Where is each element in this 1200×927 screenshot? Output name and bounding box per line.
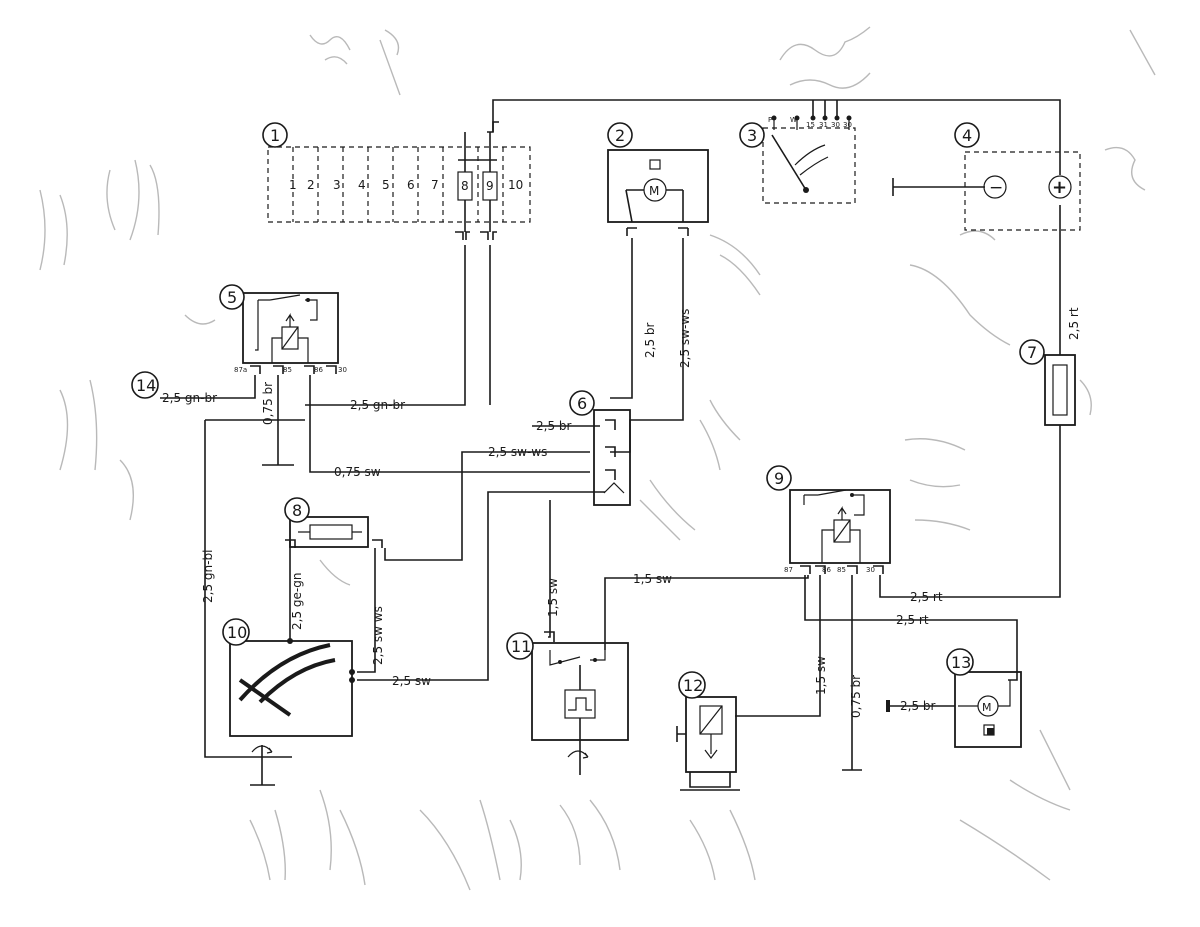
rear-wiper-motor-13: M <box>886 671 1022 748</box>
wire-label: 1,5 sw <box>633 572 672 586</box>
component-number: 9 <box>774 469 784 488</box>
motor-m-label: M <box>649 184 659 198</box>
instrument-10 <box>229 638 355 754</box>
component-number: 1 <box>270 126 280 145</box>
wire-label: 2,5 gn-bl <box>201 550 215 603</box>
component-number: 2 <box>615 126 625 145</box>
wiper-switch: P W 15 31 30 30 <box>762 115 856 204</box>
wire-label: 2,5 sw ws <box>371 606 385 665</box>
wires <box>160 99 1061 786</box>
switch-pin-label: 15 <box>806 121 815 129</box>
wire-label: 2,5 br <box>643 322 657 358</box>
component-number: 7 <box>1027 343 1037 362</box>
component-number: 11 <box>511 637 531 656</box>
wire-label: 2,5 gn-br <box>162 391 217 405</box>
wire-label: 1,5 sw <box>814 656 828 695</box>
resistor-8 <box>285 516 383 548</box>
relay-pin-label: 86 <box>314 366 323 374</box>
switch-pin-label: 30 <box>843 121 852 129</box>
wire-label: 2,5 sw-ws <box>488 445 547 459</box>
connector-6 <box>593 409 631 506</box>
wire-label: 2,5 rt <box>910 590 943 604</box>
component-number: 4 <box>962 126 972 145</box>
wire-label: 2,5 sw-ws <box>678 309 692 368</box>
fuse-slot-label: 2 <box>307 178 315 192</box>
wire-label: 2,5 ge-gn <box>290 573 304 630</box>
wire-label: 2,5 rt <box>896 613 929 627</box>
battery-minus-icon: − <box>989 178 1003 198</box>
component-number: 10 <box>227 623 247 642</box>
fuse-box: 1 2 3 4 5 6 7 8 9 10 <box>267 121 531 240</box>
switch-pin-label: 31 <box>819 121 828 129</box>
component-number: 12 <box>683 676 703 695</box>
component-numbers: 1 2 3 4 5 6 7 8 9 10 11 12 13 14 <box>131 122 1045 699</box>
fuse-slot-label: 7 <box>431 178 439 192</box>
fuse-slot-label: 10 <box>508 178 523 192</box>
component-number: 14 <box>136 376 156 395</box>
relay-pin-label: 85 <box>283 366 292 374</box>
relay-pin-label: 87a <box>234 366 247 374</box>
wire-label: 2,5 br <box>536 419 572 433</box>
component-number: 13 <box>951 653 971 672</box>
wire-label: 2,5 rt <box>1067 307 1081 340</box>
fuse-slot-label: 8 <box>461 179 469 193</box>
washer-pump-12 <box>680 696 740 791</box>
fuse-slot-label: 1 <box>289 178 297 192</box>
interval-switch-11 <box>531 631 629 759</box>
fuse-slot-label: 9 <box>486 179 494 193</box>
relay-9: 87 86 85 30 <box>784 489 891 574</box>
motor-m-label: M <box>982 701 992 714</box>
relay-pin-label: 85 <box>837 566 846 574</box>
switch-pin-label: P <box>768 116 772 124</box>
battery: − + <box>964 151 1081 231</box>
fuse-slot-label: 6 <box>407 178 415 192</box>
fuse-slot-label: 4 <box>358 178 366 192</box>
wire-label: 0,75 br <box>849 675 863 718</box>
fuse-slot-label: 3 <box>333 178 341 192</box>
component-number: 3 <box>747 126 757 145</box>
battery-plus-icon: + <box>1052 177 1067 198</box>
component-number: 6 <box>577 394 587 413</box>
component-number: 8 <box>292 501 302 520</box>
relay-pin-label: 30 <box>866 566 875 574</box>
wire-label: 2,5 br <box>900 699 936 713</box>
component-number: 5 <box>227 288 237 307</box>
wire-label: 2,5 gn-br <box>350 398 405 412</box>
wire-label: 2,5 sw <box>392 674 431 688</box>
switch-pin-label: W <box>790 116 797 124</box>
wire-label: 0,75 br <box>261 382 275 425</box>
wire-label: 1,5 sw <box>546 578 560 617</box>
switch-pin-label: 30 <box>831 121 840 129</box>
relay-pin-label: 30 <box>338 366 347 374</box>
handwritten-notes <box>39 26 1156 891</box>
fuse-7 <box>1044 354 1076 426</box>
relay-pin-label: 87 <box>784 566 793 574</box>
wiper-motor: M <box>607 149 709 236</box>
wire-label: 0,75 sw <box>334 465 381 479</box>
relay-5: 87a 85 86 30 <box>234 292 347 374</box>
fuse-slot-label: 5 <box>382 178 390 192</box>
relay-pin-label: 86 <box>822 566 831 574</box>
wire-labels: 2,5 br 2,5 sw-ws 2,5 rt 2,5 gn-br 2,5 gn… <box>162 307 1081 718</box>
